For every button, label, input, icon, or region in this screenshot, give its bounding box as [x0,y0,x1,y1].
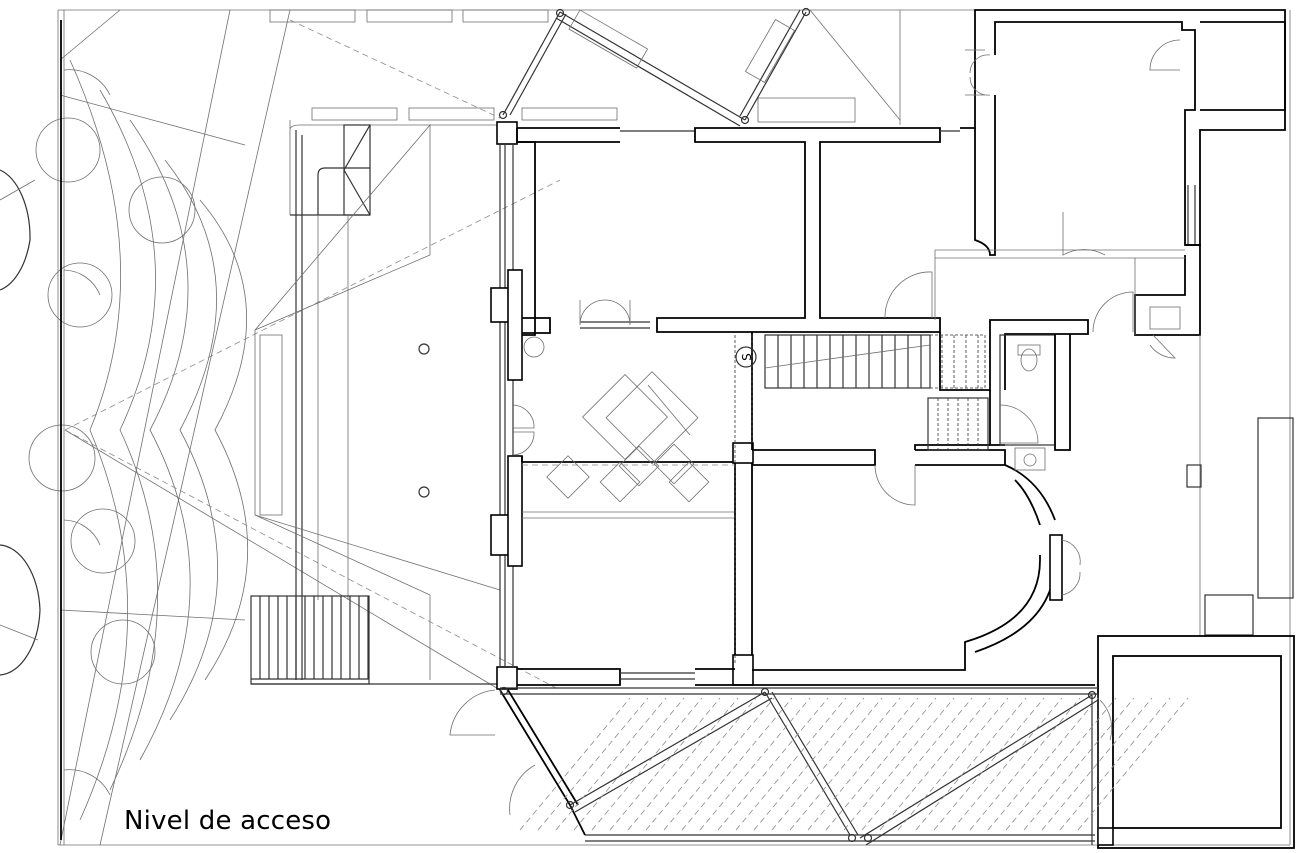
garden-stair [250,595,500,685]
drawing-line [663,697,775,831]
drawing-line [537,697,649,831]
stair-symbol: S [735,346,757,368]
drawing-line [609,697,721,831]
drawing-line [915,697,1027,831]
doors [511,39,1181,506]
drawing-line [789,697,901,831]
landscape-beds [59,9,561,846]
drawing-line [843,697,955,831]
terrace [254,120,501,680]
drawing-line [951,697,1063,831]
drawing-line [933,697,1045,831]
drawing-line [807,697,919,831]
pergola [449,686,1189,846]
drawing-line [879,697,991,831]
top-skylights [269,7,901,127]
drawing-line [825,697,937,831]
drawing-line [717,697,829,831]
drawing-line [699,697,811,831]
drawing-line [591,697,703,831]
house-walls [490,9,1295,849]
drawing-line [969,697,1081,831]
drawing-line [1005,697,1117,831]
drawing-line [519,697,631,831]
plan-caption: Nivel de acceso [124,806,332,836]
drawing-line [1059,697,1171,831]
drawing-line [645,697,757,831]
interior-stairs [734,334,989,665]
drawing-line [555,697,667,831]
drawing-line [987,697,1099,831]
drawing-line [897,697,1009,831]
drawing-line [861,697,973,831]
stair-symbol-label: S [740,353,754,361]
trees [0,117,196,685]
drawing-line [735,697,847,831]
furniture [522,344,1046,503]
drawing-line [1023,697,1135,831]
drawing-line [573,697,685,831]
drawing-line [627,697,739,831]
site-frame [57,9,1291,846]
drawing-line [1077,697,1189,831]
drawing-line [771,697,883,831]
drawing-line [1041,697,1153,831]
drawing-line [753,697,865,831]
drawing-line [681,697,793,831]
gate-swings [60,20,111,840]
